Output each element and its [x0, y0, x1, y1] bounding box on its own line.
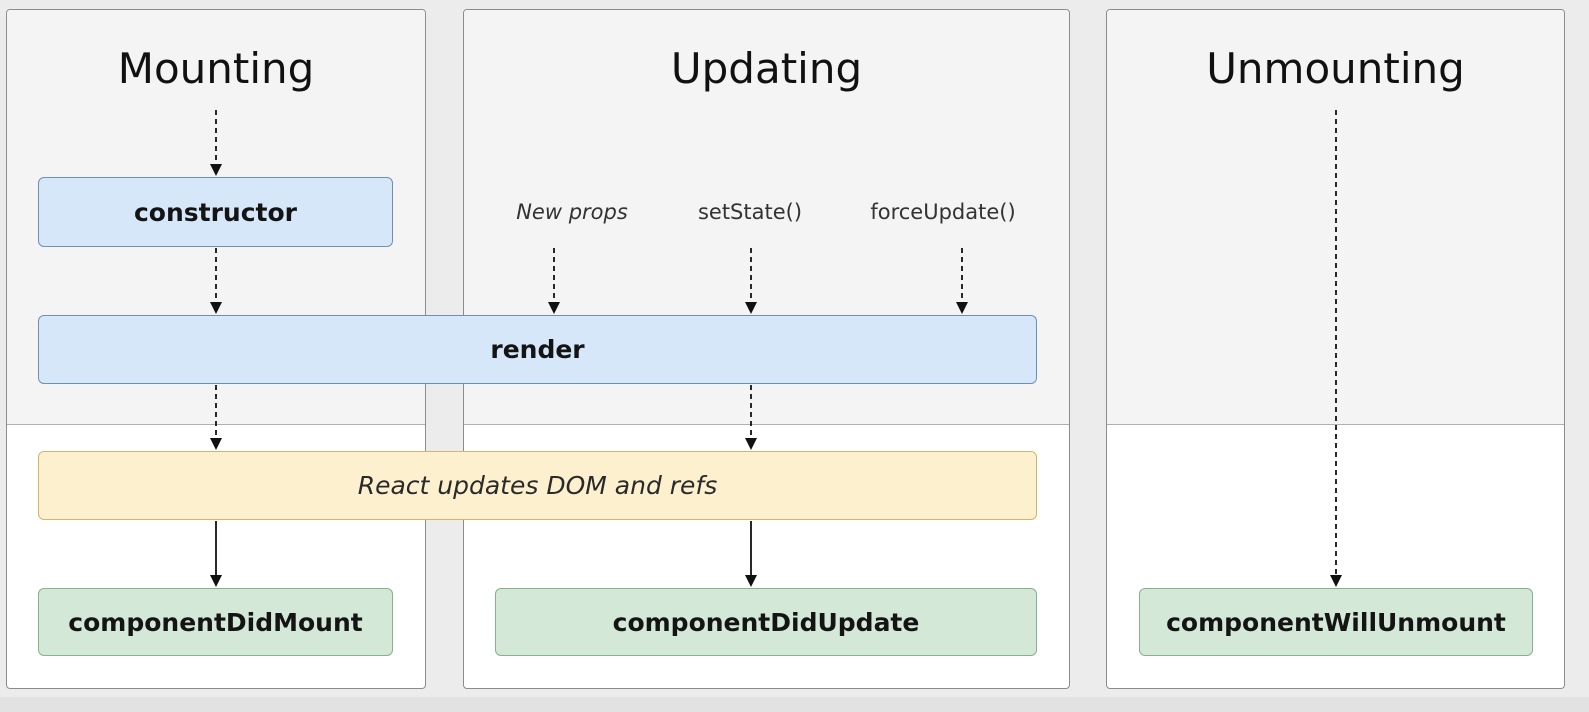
react-updates-node: React updates DOM and refs: [38, 451, 1037, 520]
updating-title: Updating: [670, 44, 863, 93]
trigger-set-state: setState(): [697, 200, 803, 224]
unmounting-panel: Unmounting: [1106, 9, 1565, 689]
component-will-unmount-node: componentWillUnmount: [1139, 588, 1533, 656]
trigger-force-update: forceUpdate(): [870, 200, 1016, 224]
constructor-node: constructor: [38, 177, 393, 247]
bottom-edge: [0, 697, 1589, 712]
component-did-mount-node: componentDidMount: [38, 588, 393, 656]
unmounting-title: Unmounting: [1206, 44, 1465, 93]
mounting-title: Mounting: [117, 44, 315, 93]
render-node: render: [38, 315, 1037, 384]
component-did-update-node: componentDidUpdate: [495, 588, 1037, 656]
trigger-new-props: New props: [516, 200, 628, 224]
